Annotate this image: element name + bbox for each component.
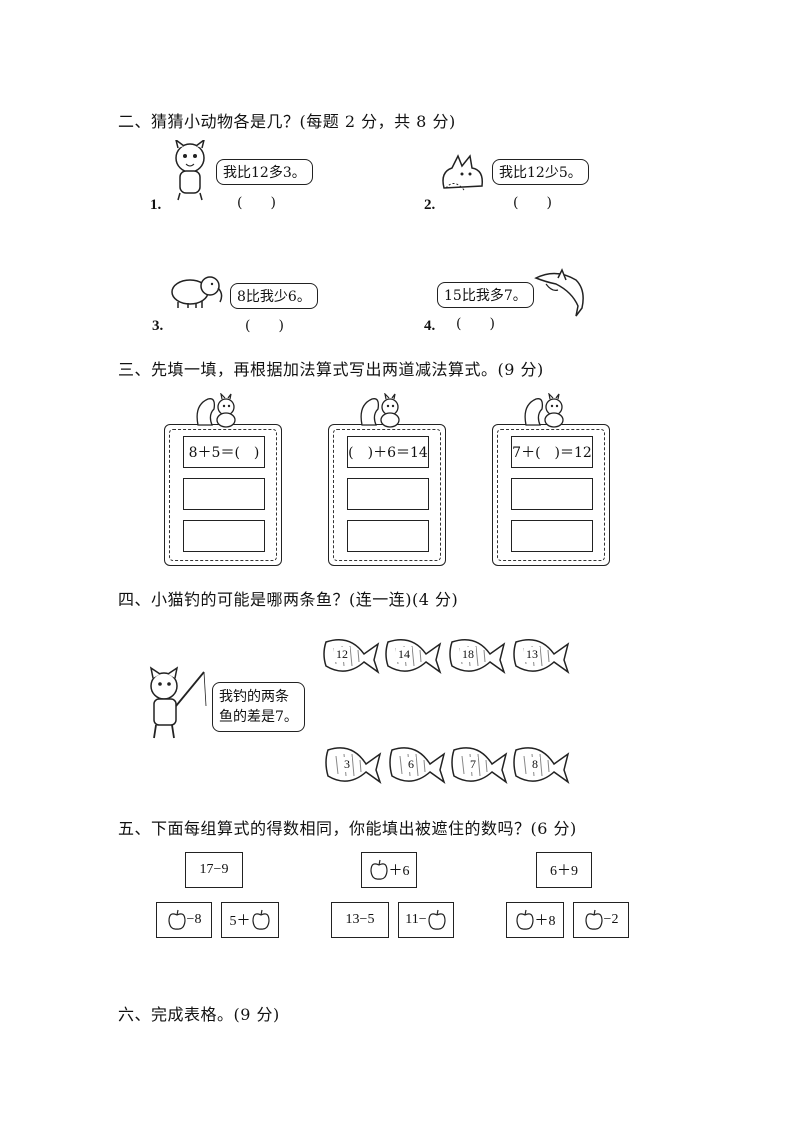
equation-box[interactable]: ( )＋6＝14 <box>347 436 429 468</box>
squirrel-panel-3: 7＋( )＝12 <box>492 424 610 566</box>
item-number-4: 4. <box>424 318 436 334</box>
apple-icon <box>515 909 534 930</box>
fishing-cat-speech-bubble: 我钓的两条 鱼的差是7。 <box>212 682 305 732</box>
fish-number: 13 <box>524 647 540 662</box>
fish-number: 8 <box>530 757 540 772</box>
fox-illustration <box>442 154 484 191</box>
section5-heading: 五、下面每组算式的得数相同，你能填出被遮住的数吗？(6 分) <box>118 819 577 838</box>
equation-box[interactable]: 7＋( )＝12 <box>511 436 593 468</box>
subtraction-answer-box[interactable] <box>511 520 593 552</box>
expression-box: 13−5 <box>331 902 389 938</box>
expression-text: −2 <box>603 912 619 927</box>
subtraction-answer-box[interactable] <box>347 520 429 552</box>
squirrel-panel-2: ( )＋6＝14 <box>328 424 446 566</box>
answer-blank-4[interactable]: ( ) <box>456 316 495 332</box>
expression-box-apple[interactable]: 5＋ <box>221 902 279 938</box>
expression-box: 17−9 <box>185 852 243 888</box>
speech-line: 我钓的两条 <box>219 689 289 705</box>
expression-box-apple[interactable]: −8 <box>156 902 212 938</box>
apple-icon <box>251 909 270 930</box>
expression-box-apple[interactable]: −2 <box>573 902 629 938</box>
squirrel-panel-1: 8＋5＝( ) <box>164 424 282 566</box>
speech-bubble-1: 我比12多3。 <box>216 159 313 185</box>
section4-heading: 四、小猫钓的可能是哪两条鱼？(连一连)(4 分) <box>118 590 459 609</box>
subtraction-answer-box[interactable] <box>183 478 265 510</box>
fish-item[interactable]: 14 <box>384 634 442 676</box>
answer-blank-1[interactable]: ( ) <box>237 195 276 211</box>
fishing-cat-illustration <box>149 666 207 739</box>
expression-box-apple[interactable]: ＋6 <box>361 852 417 888</box>
item-number-2: 2. <box>424 197 436 213</box>
fish-number: 7 <box>468 757 478 772</box>
speech-bubble-4: 15比我多7。 <box>437 282 534 308</box>
speech-bubble-2: 我比12少5。 <box>492 159 589 185</box>
speech-bubble-3: 8比我少6。 <box>230 283 318 309</box>
expression-box-apple[interactable]: ＋8 <box>506 902 564 938</box>
dolphin-illustration <box>534 268 584 317</box>
fish-item[interactable]: 12 <box>322 634 380 676</box>
subtraction-answer-box[interactable] <box>511 478 593 510</box>
item-number-3: 3. <box>152 318 164 334</box>
answer-blank-3[interactable]: ( ) <box>245 318 284 334</box>
fish-number: 6 <box>406 757 416 772</box>
section2-heading: 二、猜猜小动物各是几？(每题 2 分，共 8 分) <box>118 112 456 131</box>
fish-item[interactable]: 6 <box>388 742 446 786</box>
subtraction-answer-box[interactable] <box>347 478 429 510</box>
speech-line: 鱼的差是7。 <box>219 709 298 725</box>
expression-box-apple[interactable]: 11− <box>398 902 454 938</box>
answer-blank-2[interactable]: ( ) <box>513 195 552 211</box>
elephant-illustration <box>171 276 223 308</box>
fish-item[interactable]: 18 <box>448 634 506 676</box>
fish-number: 3 <box>342 757 352 772</box>
item-number-1: 1. <box>150 197 162 213</box>
apple-icon <box>428 909 446 930</box>
squirrel-icon <box>524 393 564 428</box>
fish-item[interactable]: 8 <box>512 742 570 786</box>
expression-text: −8 <box>186 912 202 927</box>
apple-icon <box>584 909 603 930</box>
fish-number: 18 <box>460 647 476 662</box>
section6-heading: 六、完成表格。(9 分) <box>118 1005 280 1024</box>
expression-text: ＋6 <box>388 864 410 879</box>
fish-number: 12 <box>334 647 350 662</box>
subtraction-answer-box[interactable] <box>183 520 265 552</box>
expression-text: ＋8 <box>534 914 556 929</box>
equation-box[interactable]: 8＋5＝( ) <box>183 436 265 468</box>
apple-icon <box>369 859 388 880</box>
squirrel-icon <box>360 393 400 428</box>
fish-number: 14 <box>396 647 412 662</box>
fish-item[interactable]: 13 <box>512 634 570 676</box>
fish-item[interactable]: 7 <box>450 742 508 786</box>
expression-text: 11− <box>405 912 427 927</box>
squirrel-icon <box>196 393 236 428</box>
apple-icon <box>167 909 186 930</box>
expression-text: 5＋ <box>229 914 251 929</box>
cat-illustration <box>175 140 205 201</box>
fish-item[interactable]: 3 <box>324 742 382 786</box>
section3-heading: 三、先填一填，再根据加法算式写出两道减法算式。(9 分) <box>118 360 544 379</box>
expression-box: 6＋9 <box>536 852 592 888</box>
